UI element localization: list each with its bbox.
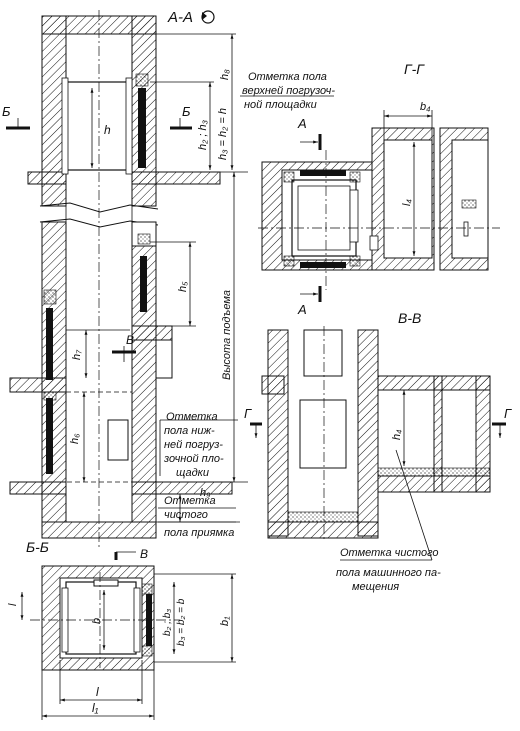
cut-marker-b-right: Б: [182, 104, 191, 119]
note-upper-landing-2: верхней погрузоч-: [242, 85, 335, 97]
note-upper-landing-3: ной площадки: [244, 99, 317, 111]
section-aa-title: А-А: [167, 9, 193, 26]
dim-h5: h₅: [177, 281, 189, 292]
dim-l4: l₄: [401, 199, 413, 206]
cut-marker-v-top: В: [126, 333, 134, 347]
dim-h: h: [104, 123, 111, 137]
dim-l1: l₁: [92, 701, 99, 715]
note-machine-room-2: пола машинного па-: [336, 567, 441, 579]
dim-l: l: [96, 685, 99, 699]
cut-marker-a-bottom: А: [297, 302, 307, 317]
section-gg: [258, 110, 500, 302]
dim-b2-b3: b₂ ; b₃: [162, 609, 173, 636]
note-lower-landing-2: пола ниж-: [164, 425, 215, 437]
dim-b: b: [91, 618, 103, 624]
dim-h4: h₄: [391, 429, 403, 440]
dim-h6: h₆: [69, 433, 81, 444]
note-machine-room-3: мещения: [352, 581, 399, 593]
cut-marker-v-bottom: В: [140, 547, 148, 561]
section-aa: [6, 10, 334, 560]
dim-lift-height: Высота подъема: [221, 290, 233, 380]
dim-h2-h3: h₂ ; h₃: [197, 119, 209, 150]
note-lower-landing-1: Отметка: [166, 411, 218, 423]
note-pit-floor-3: пола приямка: [164, 527, 234, 539]
note-pit-floor-1: Отметка: [164, 495, 216, 507]
dim-h7: h₇: [71, 349, 83, 360]
note-upper-landing-1: Отметка пола: [248, 71, 327, 83]
dim-h-equality: h₃ = h₂ = h: [217, 108, 229, 160]
dim-h9: h₉: [200, 487, 211, 499]
note-pit-floor-2: чистого: [164, 509, 208, 521]
section-bb-title: Б-Б: [26, 539, 49, 555]
note-machine-room-1: Отметка чистого: [340, 547, 439, 559]
dim-b1: b₁: [219, 616, 231, 626]
section-vv: [250, 326, 506, 561]
dim-b4: b₄: [420, 101, 431, 113]
cut-marker-b-left: Б: [2, 104, 11, 119]
section-bb: [20, 565, 236, 720]
cut-marker-g-right: Г: [504, 406, 512, 421]
section-vv-title: В-В: [398, 310, 421, 326]
dim-l-side: l: [7, 603, 19, 606]
section-gg-title: Г-Г: [404, 61, 425, 77]
dim-b-equality: b₃ = b₂ = b: [176, 598, 187, 646]
rotation-arrow-icon: [201, 10, 215, 24]
note-lower-landing-4: зочной пло-: [163, 453, 224, 465]
dim-h8: h₈: [219, 69, 231, 80]
note-lower-landing-5: щадки: [176, 467, 209, 479]
note-lower-landing-3: ней погруз-: [164, 439, 223, 451]
cut-marker-g-left: Г: [244, 406, 252, 421]
cut-marker-a-top: А: [297, 116, 307, 131]
